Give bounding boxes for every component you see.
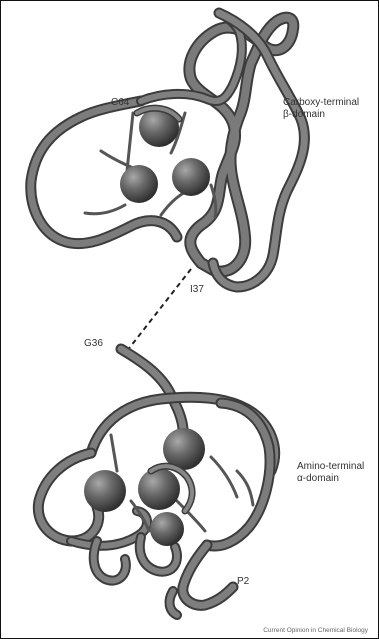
carboxy-domain-label-line1: Carboxy-terminal: [283, 97, 359, 109]
metal-sphere: [172, 158, 210, 196]
amino-domain-label-line1: Amino-terminal: [297, 461, 364, 473]
metal-sphere: [150, 512, 184, 546]
residue-label-c64: C64: [111, 97, 129, 109]
metal-sphere: [138, 468, 180, 510]
metal-sphere: [84, 470, 126, 512]
carboxy-domain-label-line2: β-domain: [283, 109, 359, 121]
metal-sphere: [120, 165, 158, 203]
beta-domain-ribbon: [31, 13, 305, 287]
residue-label-p2: P2: [237, 576, 249, 588]
amino-domain-label: Amino-terminal α-domain: [297, 461, 364, 485]
journal-credit: Current Opinion in Chemical Biology: [263, 627, 368, 634]
residue-label-i37: I37: [190, 284, 204, 296]
amino-domain-label-line2: α-domain: [297, 473, 364, 485]
linker-dashed-line: [127, 269, 191, 351]
carboxy-domain-label: Carboxy-terminal β-domain: [283, 97, 359, 121]
residue-label-g36: G36: [84, 338, 103, 350]
